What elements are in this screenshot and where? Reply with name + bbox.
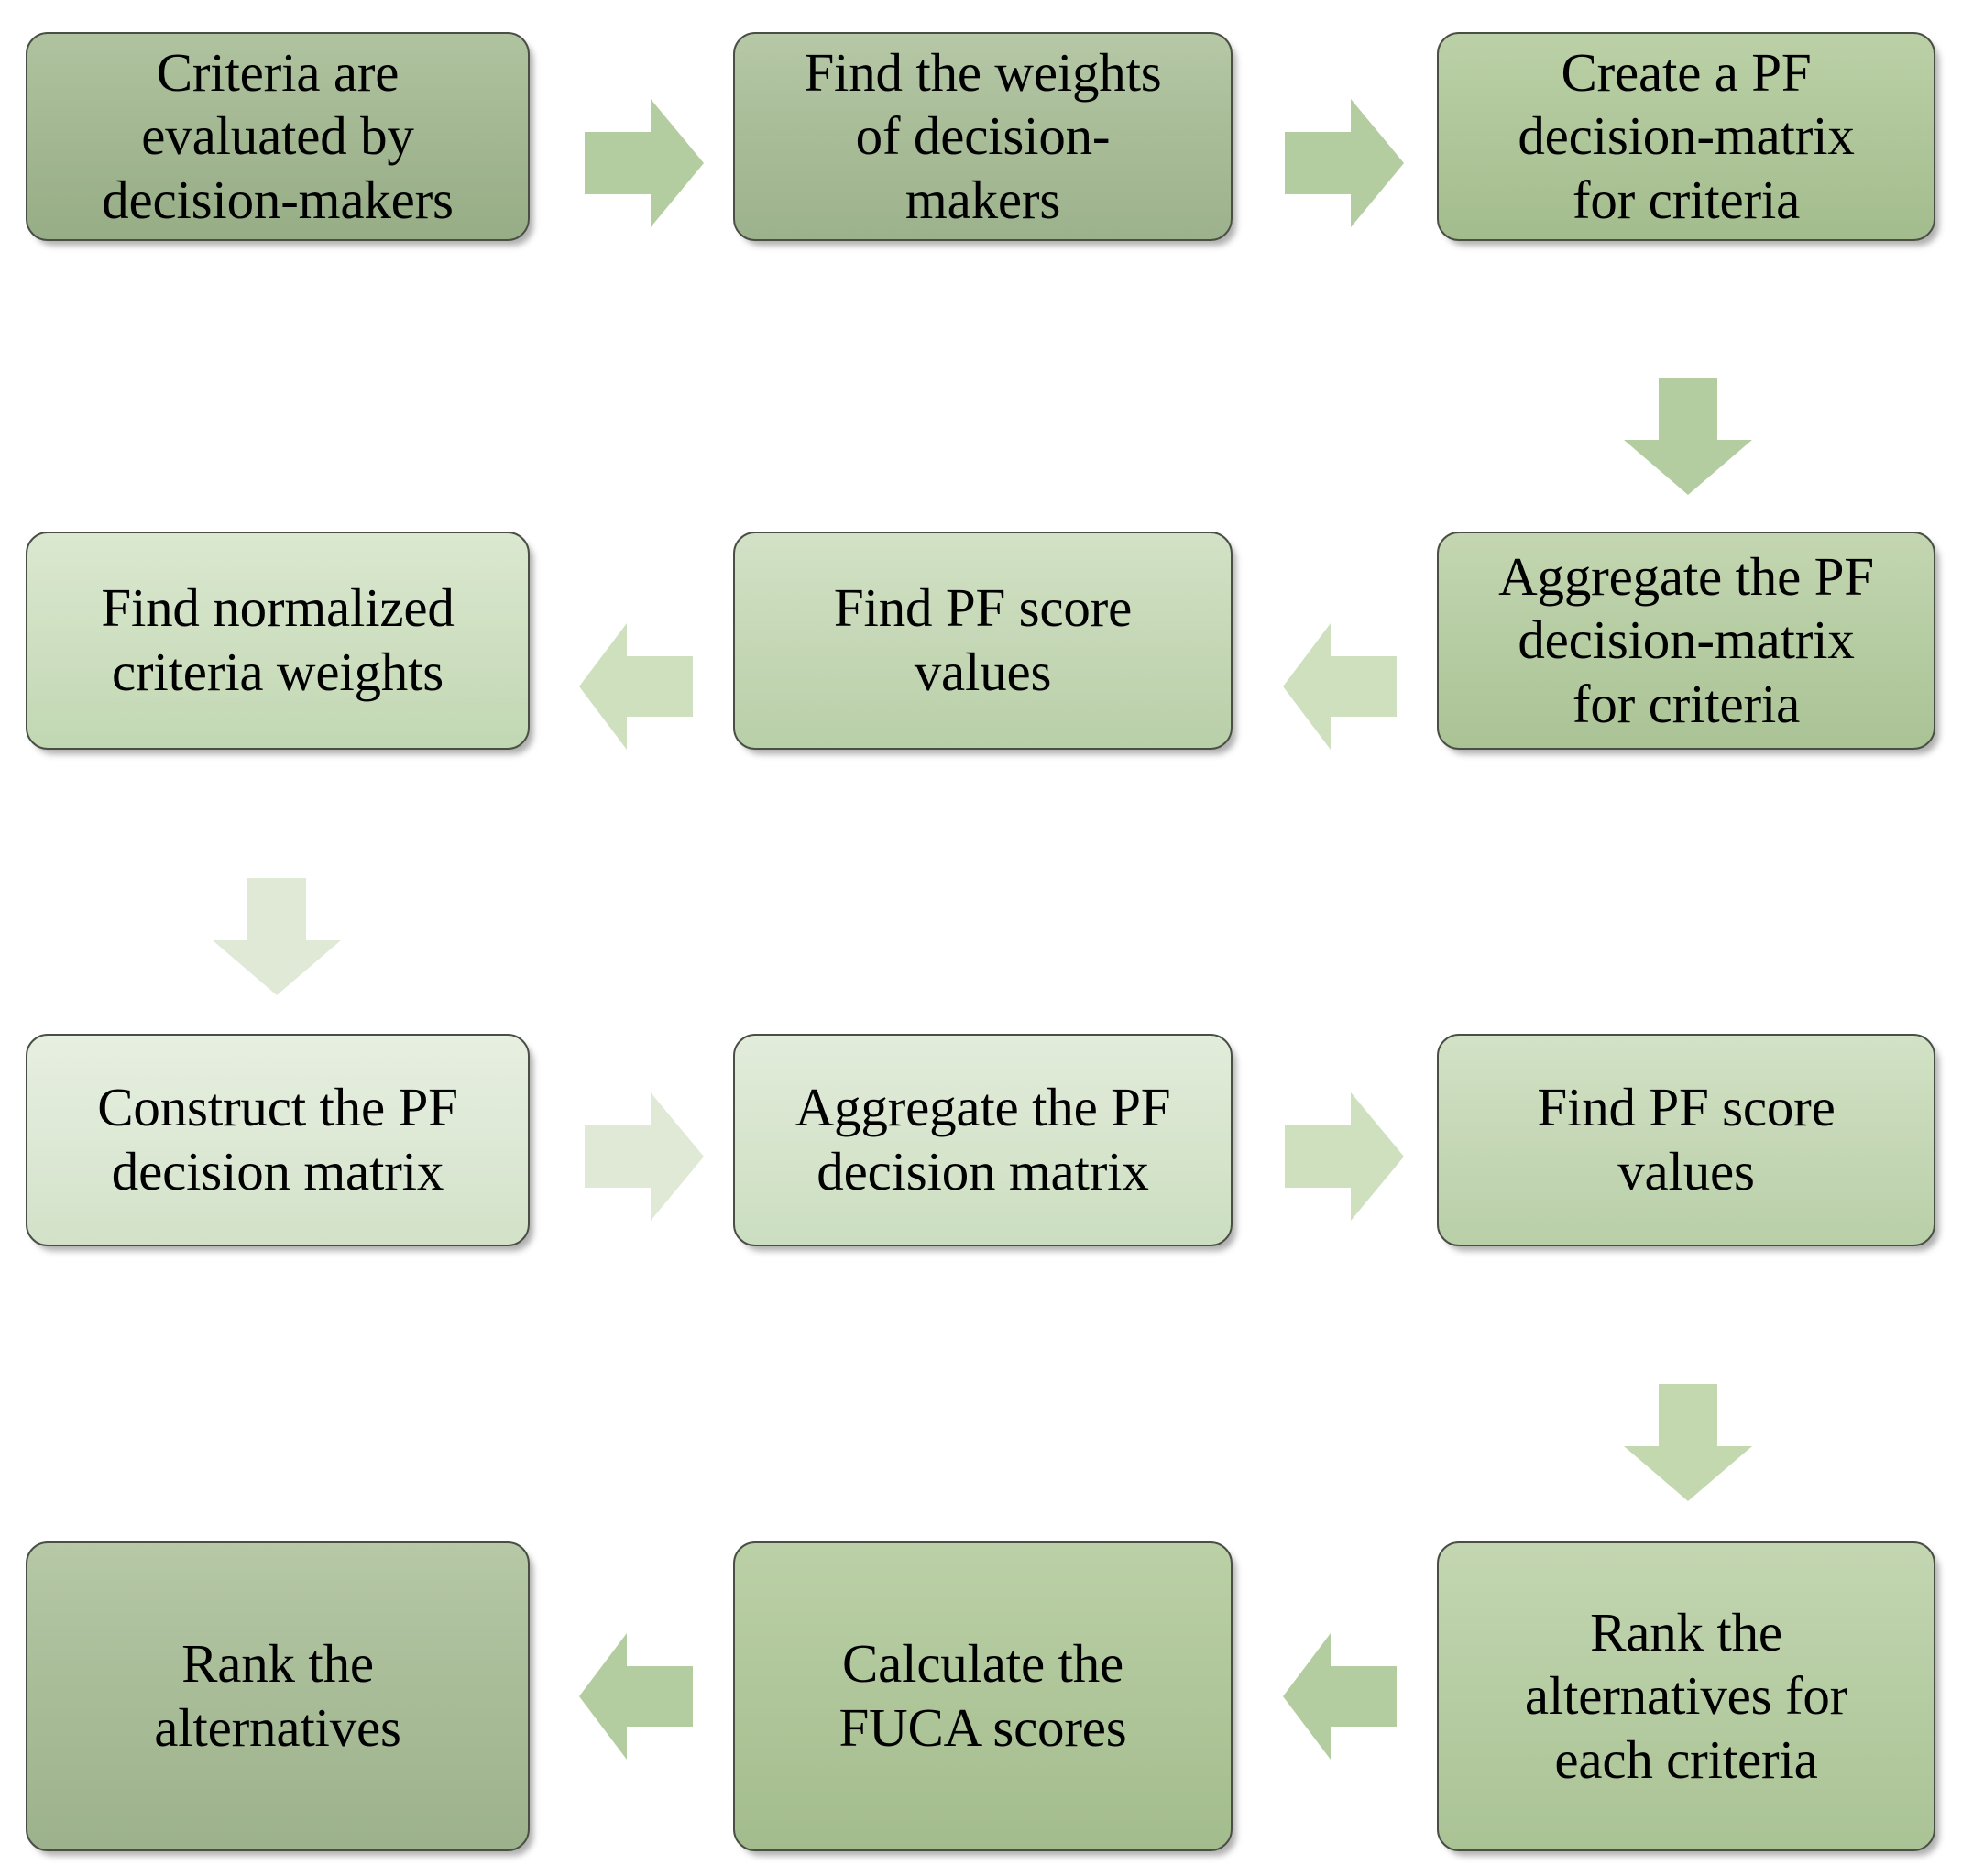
arrow-left-n10-n11 <box>1283 1633 1397 1760</box>
flow-node-construct-pf-decision-matrix[interactable]: Construct the PF decision matrix <box>26 1034 530 1246</box>
flow-node-find-pf-score-values-criteria[interactable]: Find PF score values <box>733 532 1233 750</box>
flow-node-label: Create a PF decision-matrix for criteria <box>1518 41 1855 230</box>
flow-node-label: Calculate the FUCA scores <box>839 1633 1127 1758</box>
arrow-left-n5-n6 <box>579 623 693 750</box>
flow-node-criteria-evaluated[interactable]: Criteria are evaluated by decision-maker… <box>26 32 530 241</box>
arrow-down-n9-n10 <box>1624 1384 1752 1501</box>
flow-node-label: Rank the alternatives <box>154 1633 401 1758</box>
flow-node-find-pf-score-values-alternatives[interactable]: Find PF score values <box>1437 1034 1935 1246</box>
flow-node-label: Construct the PF decision matrix <box>97 1077 458 1201</box>
flow-node-calculate-fuca-scores[interactable]: Calculate the FUCA scores <box>733 1541 1233 1851</box>
flow-node-rank-the-alternatives[interactable]: Rank the alternatives <box>26 1541 530 1851</box>
arrow-right-n8-n9 <box>1285 1092 1404 1221</box>
flow-node-label: Aggregate the PF decision-matrix for cri… <box>1498 545 1874 734</box>
arrow-down-n6-n7 <box>213 878 341 995</box>
flow-node-label: Find PF score values <box>833 577 1133 702</box>
flow-node-aggregate-pf-decision-matrix[interactable]: Aggregate the PF decision matrix <box>733 1034 1233 1246</box>
arrow-right-n1-n2 <box>585 99 704 227</box>
arrow-right-n7-n8 <box>585 1092 704 1221</box>
arrow-left-n4-n5 <box>1283 623 1397 750</box>
flow-node-label: Find normalized criteria weights <box>101 577 455 702</box>
arrow-down-n3-n4 <box>1624 378 1752 495</box>
arrow-left-n11-n12 <box>579 1633 693 1760</box>
flow-node-label: Find PF score values <box>1537 1077 1836 1201</box>
flow-node-find-normalized-criteria-weights[interactable]: Find normalized criteria weights <box>26 532 530 750</box>
flow-node-rank-alternatives-each-criteria[interactable]: Rank the alternatives for each criteria <box>1437 1541 1935 1851</box>
flow-node-weights-of-decision-makers[interactable]: Find the weights of decision- makers <box>733 32 1233 241</box>
flow-node-aggregate-pf-decision-matrix-criteria[interactable]: Aggregate the PF decision-matrix for cri… <box>1437 532 1935 750</box>
arrow-right-n2-n3 <box>1285 99 1404 227</box>
flow-node-label: Aggregate the PF decision matrix <box>795 1077 1171 1201</box>
flow-node-label: Rank the alternatives for each criteria <box>1524 1601 1848 1790</box>
flow-node-label: Find the weights of decision- makers <box>804 41 1162 230</box>
flow-node-label: Criteria are evaluated by decision-maker… <box>102 41 454 230</box>
flow-node-create-pf-decision-matrix[interactable]: Create a PF decision-matrix for criteria <box>1437 32 1935 241</box>
